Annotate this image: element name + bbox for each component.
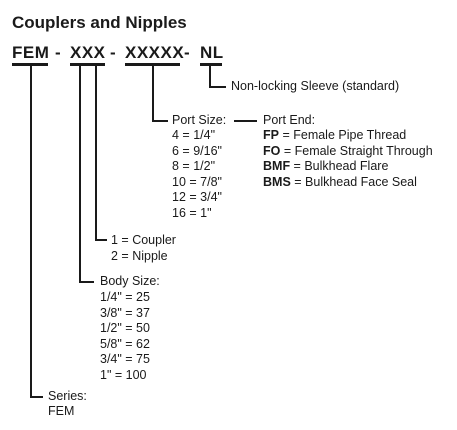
port-size-item: 4 = 1/4" xyxy=(172,128,216,142)
port-end-item: FO = Female Straight Through xyxy=(263,144,433,160)
line-type-horizontal xyxy=(95,239,107,241)
port-size-item: 10 = 7/8" xyxy=(172,174,222,189)
port-end-code: FO xyxy=(263,143,281,158)
port-end-item: FP = Female Pipe Thread xyxy=(263,128,433,144)
series-heading: Series: xyxy=(48,389,87,403)
port-size-heading: Port Size: xyxy=(172,113,227,127)
port-end-code: FP xyxy=(263,128,279,142)
port-size-item: 8 = 1/2" xyxy=(172,159,216,173)
port-end-desc: = Bulkhead Face Seal xyxy=(290,174,417,189)
body-size-heading: Body Size: xyxy=(100,274,160,288)
body-size-item: 3/8" = 37 xyxy=(100,305,150,320)
port-end-item: BMF = Bulkhead Flare xyxy=(263,159,433,175)
port-size-item: 6 = 9/16" xyxy=(172,143,222,158)
line-nl-vertical xyxy=(209,66,211,87)
port-end-desc: = Bulkhead Flare xyxy=(290,159,389,173)
code-dash-1: - xyxy=(55,43,62,62)
code-dash-2: - xyxy=(110,43,117,62)
series-value: FEM xyxy=(48,404,75,418)
body-size-list: 1/4" = 25 3/8" = 37 1/2" = 50 5/8" = 62 … xyxy=(100,290,150,383)
body-size-item: 1/4" = 25 xyxy=(100,290,150,304)
underline-nl xyxy=(200,63,222,66)
underline-fem xyxy=(12,63,48,66)
code-port: XXXXX xyxy=(125,43,185,62)
line-port-vertical xyxy=(152,66,154,121)
line-port-horizontal xyxy=(152,120,168,122)
type-item: 1 = Coupler xyxy=(111,233,176,247)
body-size-item: 5/8" = 62 xyxy=(100,336,150,351)
line-type-vertical xyxy=(95,66,97,240)
sleeve-label: Non-locking Sleeve (standard) xyxy=(231,79,400,93)
body-size-item: 3/4" = 75 xyxy=(100,352,150,366)
port-end-code: BMF xyxy=(263,159,291,173)
port-end-heading: Port End: xyxy=(263,113,316,127)
code-dash-3: - xyxy=(184,43,191,62)
line-body-horizontal xyxy=(79,281,94,283)
line-series-horizontal xyxy=(30,396,43,398)
port-size-list: 4 = 1/4" 6 = 9/16" 8 = 1/2" 10 = 7/8" 12… xyxy=(172,128,222,221)
port-end-item: BMS = Bulkhead Face Seal xyxy=(263,175,433,191)
line-port-end xyxy=(234,120,257,122)
port-end-desc: = Female Pipe Thread xyxy=(278,128,407,142)
port-size-item: 12 = 3/4" xyxy=(172,190,222,204)
type-list: 1 = Coupler 2 = Nipple xyxy=(111,233,176,264)
page-title: Couplers and Nipples xyxy=(12,13,187,32)
line-nl-horizontal xyxy=(209,86,226,88)
body-size-item: 1" = 100 xyxy=(100,367,147,382)
code-sleeve: NL xyxy=(200,43,224,62)
underline-xxx xyxy=(70,63,105,66)
code-series: FEM xyxy=(12,43,50,62)
line-series-vertical xyxy=(30,66,32,397)
type-item: 2 = Nipple xyxy=(111,248,168,263)
port-size-item: 16 = 1" xyxy=(172,205,212,220)
port-end-desc: = Female Straight Through xyxy=(280,143,433,158)
underline-xxxxx xyxy=(125,63,180,66)
body-size-item: 1/2" = 50 xyxy=(100,321,150,335)
line-body-vertical xyxy=(79,66,81,282)
port-end-list: FP = Female Pipe Thread FO = Female Stra… xyxy=(263,128,433,190)
port-end-code: BMS xyxy=(263,174,291,189)
code-body-type: XXX xyxy=(70,43,106,62)
